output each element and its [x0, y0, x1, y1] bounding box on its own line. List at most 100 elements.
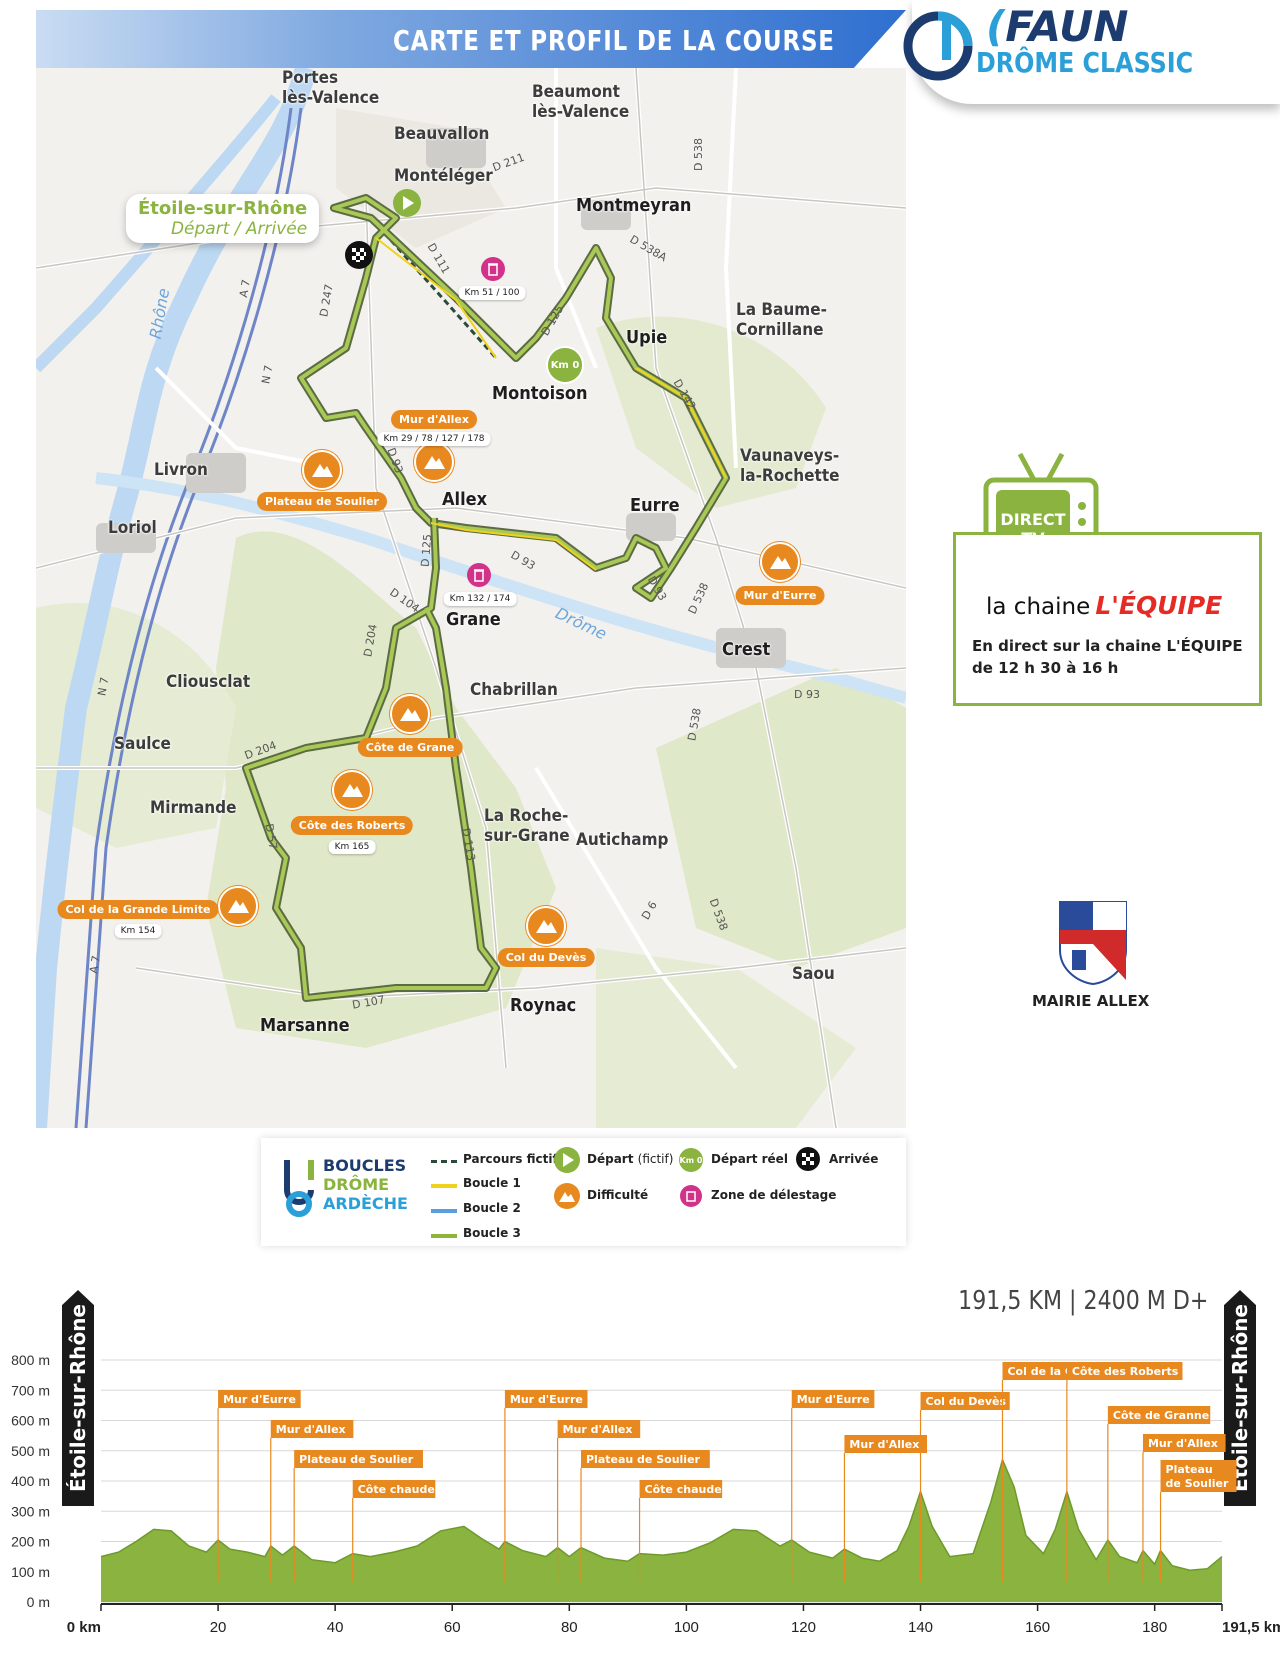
legend-boucle3-swatch	[431, 1234, 457, 1238]
town-saou: Saou	[792, 964, 835, 984]
boucles-wordmark: BOUCLES DRÔME ARDÈCHE	[323, 1156, 408, 1213]
tv-broadcast-box: la chaine L'ÉQUIPE En direct sur la chai…	[953, 532, 1262, 706]
boucles-logo-icon	[284, 1160, 314, 1217]
town-cliousclat: Cliousclat	[166, 672, 251, 692]
map-legend: BOUCLES DRÔME ARDÈCHE Parcours fictif Bo…	[36, 1128, 906, 1256]
start-subtitle: Départ / Arrivée	[170, 219, 308, 239]
x-tick-label: 160	[1025, 1619, 1050, 1636]
climb-tag	[581, 1450, 710, 1468]
climb-tag	[639, 1480, 723, 1498]
climb-label: Mur d'Allex	[849, 1438, 919, 1451]
climb-label: Plateau de Soulier	[586, 1453, 701, 1466]
climb-tag	[294, 1450, 423, 1468]
town-saulce: Saulce	[114, 734, 171, 754]
climb-label: Côte chaude	[358, 1483, 435, 1496]
climb-tag	[844, 1435, 928, 1453]
legend-arrivee-label: Arrivée	[829, 1152, 879, 1166]
town-montoison: Montoison	[492, 383, 588, 404]
town-mirmande: Mirmande	[150, 798, 237, 818]
delestage-km: Km 51 / 100	[458, 286, 526, 300]
legend-depart-reel-label: Départ réel	[711, 1152, 788, 1166]
faun-swirl-icon: (	[986, 2, 1006, 51]
town-roynac: Roynac	[510, 995, 577, 1016]
climb-tag	[1107, 1406, 1211, 1424]
town-loriol: Loriol	[108, 518, 157, 538]
climb-tag	[920, 1392, 1010, 1410]
x-tick-label: 140	[908, 1619, 933, 1636]
y-tick-label: 100 m	[11, 1564, 50, 1580]
course-map: Portes lès-Valence Beaumont lès-Valence …	[36, 68, 906, 1128]
town-labaume: La Baume- Cornillane	[736, 300, 827, 340]
climb-label: Plateau de Soulier	[299, 1453, 414, 1466]
delestage-bin-icon	[467, 563, 491, 587]
town-beauvallon: Beauvallon	[394, 124, 490, 144]
legend-fictif-swatch	[431, 1160, 457, 1163]
town-monteleger: Montéléger	[394, 166, 493, 186]
difficulty-label: Côte des Roberts	[290, 816, 414, 835]
legend-depart-label: Départ (fictif)	[587, 1152, 674, 1166]
climb-tag	[504, 1390, 588, 1408]
climb-label: Mur d'Eurre	[797, 1393, 870, 1406]
town-grane: Grane	[446, 609, 501, 630]
event-name: DRÔME CLASSIC	[976, 46, 1194, 79]
town-portes: Portes lès-Valence	[282, 68, 380, 108]
difficulty-km: Km 165	[328, 840, 376, 854]
difficulty-label: Col du Devès	[497, 948, 595, 967]
depart-play-icon	[393, 189, 421, 217]
legend-km0-icon: Km 0	[679, 1148, 703, 1172]
climb-tag	[1160, 1460, 1237, 1492]
legend-depart-icon	[554, 1147, 580, 1173]
x-tick-label: 0 km	[67, 1619, 101, 1636]
difficulty-label: Côte de Grane	[357, 738, 463, 757]
climb-label: Mur d'Eurre	[223, 1393, 296, 1406]
difficulte-mountain-icon	[302, 450, 342, 490]
allex-coat-of-arms-icon	[1059, 901, 1127, 986]
town-beaumont: Beaumont lès-Valence	[532, 82, 630, 122]
climb-tag	[352, 1480, 436, 1498]
legend-boucle3-label: Boucle 3	[463, 1226, 521, 1240]
difficulte-mountain-icon	[526, 906, 566, 946]
climb-tag	[557, 1420, 641, 1438]
difficulty-label: Plateau de Soulier	[257, 492, 387, 511]
sponsor-name: MAIRIE ALLEX	[1032, 992, 1150, 1010]
climb-tag	[791, 1390, 875, 1408]
faun-wordmark: (FAUN	[986, 2, 1129, 51]
town-upie: Upie	[626, 327, 668, 348]
y-tick-label: 300 m	[11, 1503, 50, 1519]
climb-label: Mur d'Allex	[1148, 1437, 1218, 1450]
climb-tag	[1066, 1362, 1183, 1380]
y-tick-label: 500 m	[11, 1443, 50, 1459]
road-label: D 538	[691, 138, 705, 171]
difficulty-km: Km 154	[114, 924, 162, 938]
climb-label: Côte des Roberts	[1072, 1365, 1179, 1378]
climb-label: Plateau	[1166, 1463, 1213, 1476]
y-tick-label: 200 m	[11, 1534, 50, 1550]
climb-label: Mur d'Allex	[276, 1423, 346, 1436]
legend-boucle1-swatch	[431, 1184, 457, 1188]
tv-channel: la chaine L'ÉQUIPE	[986, 591, 1223, 620]
x-tick-label: 40	[327, 1619, 344, 1636]
y-tick-label: 0 m	[27, 1594, 50, 1610]
town-montmeyran: Montmeyran	[576, 195, 692, 216]
boucles-line2: DRÔME	[323, 1175, 390, 1194]
y-tick-label: 700 m	[11, 1382, 50, 1398]
legend-delestage-label: Zone de délestage	[711, 1188, 837, 1202]
page-title: CARTE ET PROFIL DE LA COURSE	[393, 24, 835, 57]
faun-logo-icon	[903, 11, 973, 81]
difficulte-mountain-icon	[760, 542, 800, 582]
brand-logo-panel: (FAUN DRÔME CLASSIC	[903, 0, 1280, 104]
difficulte-mountain-icon	[218, 886, 258, 926]
difficulty-label: Mur d'Allex	[391, 410, 477, 429]
road-label: D 93	[794, 688, 820, 701]
start-finish-box: Étoile-sur-Rhône Départ / Arrivée	[126, 194, 320, 243]
legend-delestage-icon	[680, 1185, 702, 1207]
town-autichamp: Autichamp	[576, 830, 669, 850]
difficulty-label: Mur d'Eurre	[735, 586, 825, 605]
climb-label: de Soulier	[1166, 1477, 1229, 1490]
town-crest: Crest	[722, 639, 771, 660]
climb-label: Côte de Granne	[1113, 1409, 1209, 1422]
town-chabrillan: Chabrillan	[470, 680, 558, 700]
tv-schedule: En direct sur la chaine L'ÉQUIPE de 12 h…	[972, 637, 1243, 677]
town-laroche: La Roche- sur-Grane	[484, 806, 570, 846]
